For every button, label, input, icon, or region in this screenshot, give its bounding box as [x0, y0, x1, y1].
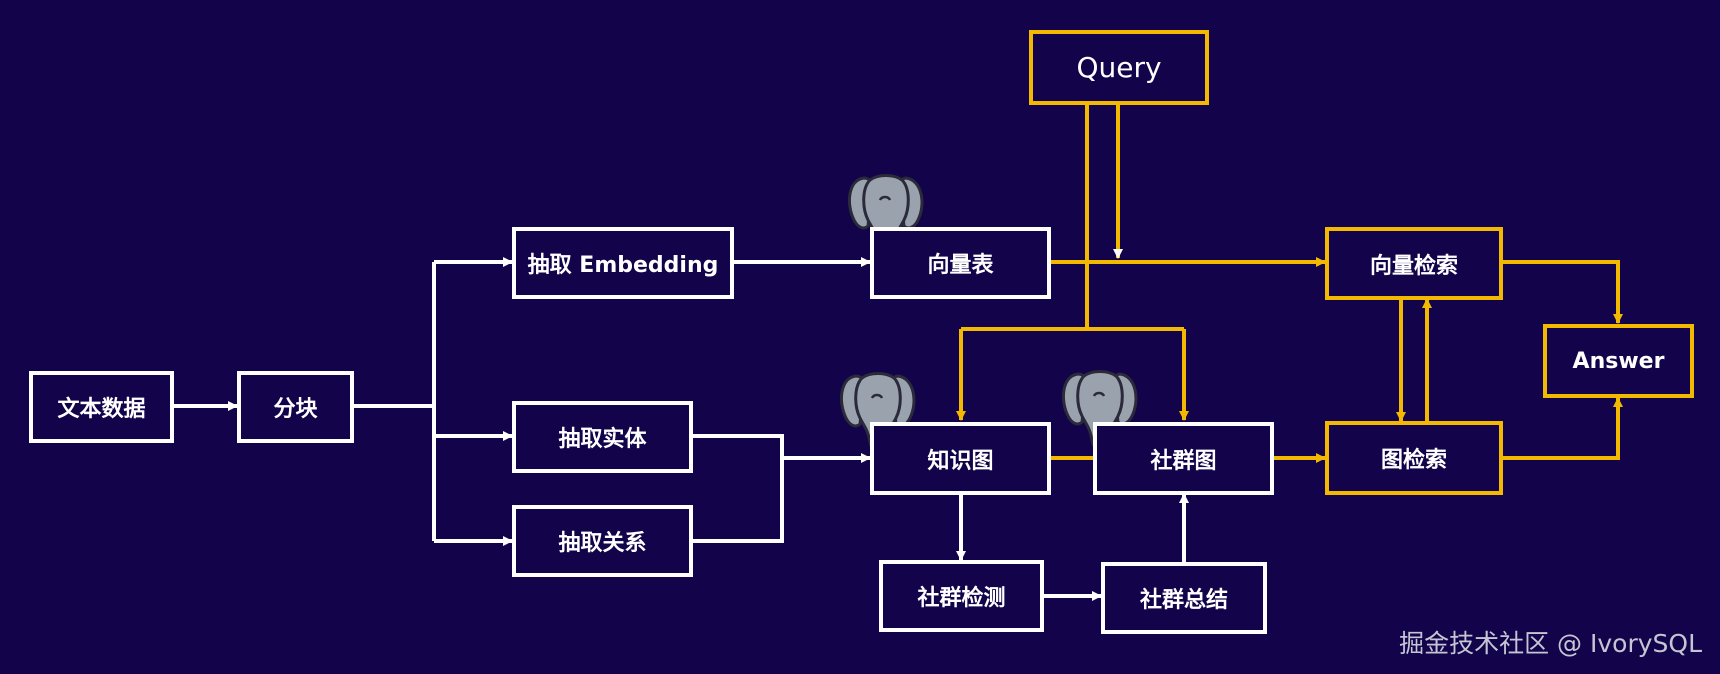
node-text-data: 文本数据 — [29, 371, 174, 443]
postgresql-elephant-icon — [847, 174, 924, 255]
line-entity-merge — [692, 434, 784, 543]
node-vector-search: 向量检索 — [1325, 227, 1503, 300]
watermark-text: 掘金技术社区 @ IvorySQL — [1399, 629, 1702, 658]
node-community-summary: 社群总结 — [1101, 562, 1267, 634]
postgresql-elephant-icon — [1061, 370, 1138, 451]
node-extract-relation: 抽取关系 — [512, 505, 693, 577]
node-query: Query — [1029, 30, 1209, 105]
node-community-detection: 社群检测 — [879, 560, 1044, 632]
node-extract-embedding: 抽取 Embedding — [512, 227, 734, 299]
node-graph-search: 图检索 — [1325, 421, 1503, 495]
node-vector-table: 向量表 — [870, 227, 1051, 299]
node-community-graph: 社群图 — [1093, 422, 1274, 495]
node-answer: Answer — [1543, 324, 1694, 398]
node-extract-entity: 抽取实体 — [512, 401, 693, 473]
postgresql-elephant-icon — [839, 372, 916, 453]
node-knowledge-graph: 知识图 — [870, 422, 1051, 495]
node-chunk: 分块 — [237, 371, 354, 443]
arrow-vector-search-to-answer — [1502, 260, 1623, 324]
arrow-graph-search-to-answer — [1502, 397, 1623, 460]
